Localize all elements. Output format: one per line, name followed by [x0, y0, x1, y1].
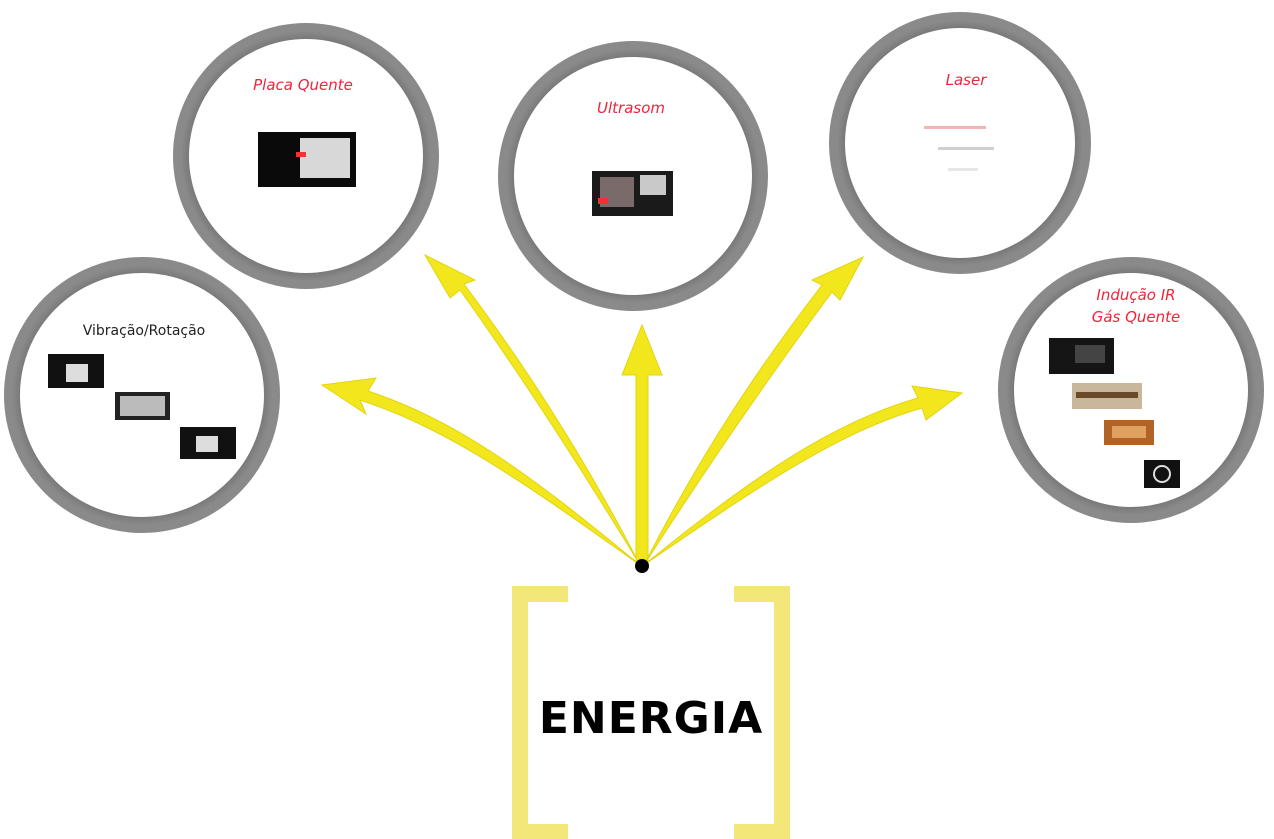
node-ring [829, 12, 1091, 274]
arrow-to-inducao [643, 385, 964, 566]
node-laser[interactable]: Laser [829, 12, 1091, 274]
arrow-to-laser [643, 255, 865, 566]
arrow-to-ultrasom [621, 323, 663, 566]
node-placa-quente[interactable]: Placa Quente [173, 23, 439, 289]
thumbnail-image [1144, 460, 1180, 488]
arrow-to-vibracao [320, 377, 641, 566]
thumbnail-image [924, 126, 986, 129]
center-label: ENERGIA [539, 693, 763, 744]
hub-dot [635, 559, 649, 573]
node-inducao-ir-gas[interactable]: Indução IR Gás Quente [998, 257, 1264, 523]
node-ultrasom[interactable]: Ultrasom [498, 41, 768, 311]
arrow-to-placa-quente [423, 253, 641, 566]
node-title: Ultrasom [597, 99, 665, 117]
node-title-line-1: Indução IR [1096, 286, 1175, 304]
node-title: Vibração/Rotação [83, 323, 206, 339]
node-vibracao[interactable]: Vibração/Rotação [4, 257, 280, 533]
node-title-line-2: Gás Quente [1092, 308, 1181, 326]
node-title: Placa Quente [253, 76, 353, 94]
energia-bracket [512, 586, 790, 839]
arrows [320, 253, 964, 566]
node-title: Laser [946, 71, 988, 89]
